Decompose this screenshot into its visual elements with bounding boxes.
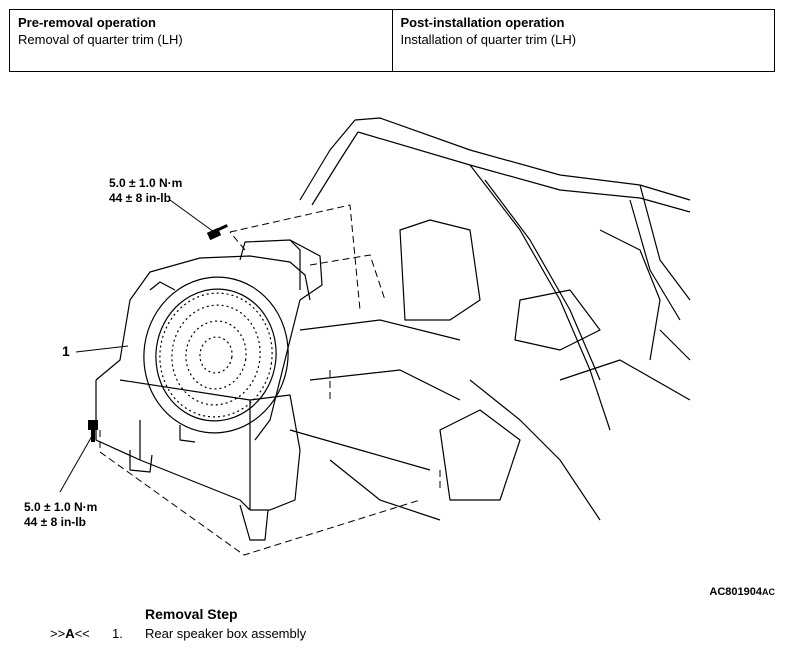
removal-step-title: Removal Step <box>145 606 238 622</box>
torque-top-metric: 5.0 ± 1.0 N·m <box>109 176 183 190</box>
figure-id: AC801904AC <box>709 586 775 598</box>
speaker-grille <box>143 276 289 434</box>
torque-bottom-metric: 5.0 ± 1.0 N·m <box>24 500 98 514</box>
step-reference-mark: >>A<< <box>50 626 90 641</box>
bolt-icon <box>206 224 228 241</box>
callout-number-1: 1 <box>62 343 70 359</box>
step-number: 1. <box>112 626 123 641</box>
ref-prefix: >> <box>50 626 66 641</box>
speaker-box-illustration <box>59 117 691 556</box>
figure-id-suffix: AC <box>762 587 775 597</box>
pre-removal-cell: Pre-removal operation Removal of quarter… <box>10 10 392 71</box>
bolt-icon <box>88 420 98 442</box>
ref-suffix: << <box>74 626 90 641</box>
pre-removal-text: Removal of quarter trim (LH) <box>18 32 183 47</box>
operations-table: Pre-removal operation Removal of quarter… <box>9 9 775 72</box>
figure-id-code: AC801904 <box>709 586 762 598</box>
rear-speaker-box-assembly <box>95 239 323 541</box>
assembly-dash-lines <box>99 204 441 556</box>
list-item: >>A<< 1. Rear speaker box assembly <box>0 626 785 644</box>
post-installation-text: Installation of quarter trim (LH) <box>400 32 577 47</box>
post-installation-cell: Post-installation operation Installation… <box>391 10 775 71</box>
step-name: Rear speaker box assembly <box>145 626 307 641</box>
leader-line-callout-1 <box>75 345 129 353</box>
leader-line-torque-bottom <box>59 435 93 493</box>
torque-spec-top: 5.0 ± 1.0 N·m 44 ± 8 in-lb <box>109 176 182 206</box>
ref-letter: A <box>65 626 75 641</box>
vehicle-body-lines <box>289 117 691 521</box>
pre-removal-heading: Pre-removal operation <box>18 15 156 30</box>
torque-bottom-imperial: 44 ± 8 in-lb <box>24 515 86 529</box>
torque-top-imperial: 44 ± 8 in-lb <box>109 191 171 205</box>
post-installation-heading: Post-installation operation <box>400 15 565 30</box>
leader-line-torque-top <box>169 199 215 233</box>
torque-spec-bottom: 5.0 ± 1.0 N·m 44 ± 8 in-lb <box>24 500 97 530</box>
